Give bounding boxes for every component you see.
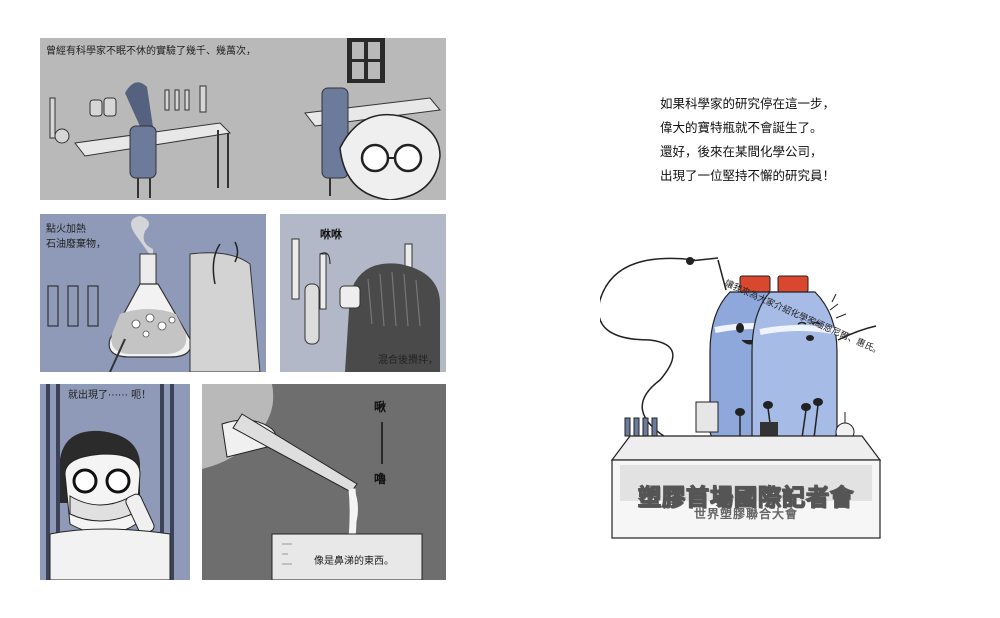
lab-scene-illustration	[49, 38, 441, 200]
narration-block: 如果科學家的研究停在這一步， 偉大的寶特瓶就不會誕生了。 還好，後來在某間化學公…	[660, 92, 890, 188]
press-conference-banner-title: 塑膠首場國際記者會	[637, 484, 854, 511]
comic-panel-3: 咻咻 混合後攪拌，	[280, 214, 446, 372]
panel-3-caption: 混合後攪拌，	[378, 355, 438, 366]
narration-line-1: 如果科學家的研究停在這一步，	[660, 96, 836, 111]
panel-1-caption: 曾經有科學家不眠不休的實驗了幾千、幾萬次，	[46, 46, 256, 57]
narration-line-4: 出現了一位堅持不懈的研究員！	[660, 168, 836, 183]
press-conference-illustration	[600, 257, 882, 539]
narration-line-3: 還好，後來在某間化學公司，	[660, 144, 823, 159]
panel-4-caption: 就出現了⋯⋯ 呃！	[68, 390, 152, 401]
comic-panel-4: 就出現了⋯⋯ 呃！	[40, 384, 190, 580]
pouring-slime-illustration	[202, 384, 423, 580]
comic-panel-5: 啾 嚕 像是鼻涕的東西。	[202, 384, 446, 580]
comic-panel-2: 點火加熱 石油廢棄物，	[40, 214, 266, 372]
panel-5-sound-effect-top: 啾	[374, 400, 387, 414]
panel-5-caption: 像是鼻涕的東西。	[314, 556, 394, 567]
panel-3-sound-effect: 咻咻	[320, 228, 342, 241]
panel-2-caption: 點火加熱 石油廢棄物，	[46, 224, 106, 250]
scientist-surprised-illustration	[46, 384, 174, 580]
narration-line-2: 偉大的寶特瓶就不會誕生了。	[660, 120, 823, 135]
press-conference-banner-subtitle: 世界塑膠聯合大會	[693, 507, 798, 521]
panel-5-sound-effect-bottom: 嚕	[374, 472, 387, 486]
comic-panel-1: 曾經有科學家不眠不休的實驗了幾千、幾萬次，	[40, 38, 446, 200]
stirring-illustration	[280, 214, 446, 372]
flask-heating-illustration	[47, 216, 261, 372]
